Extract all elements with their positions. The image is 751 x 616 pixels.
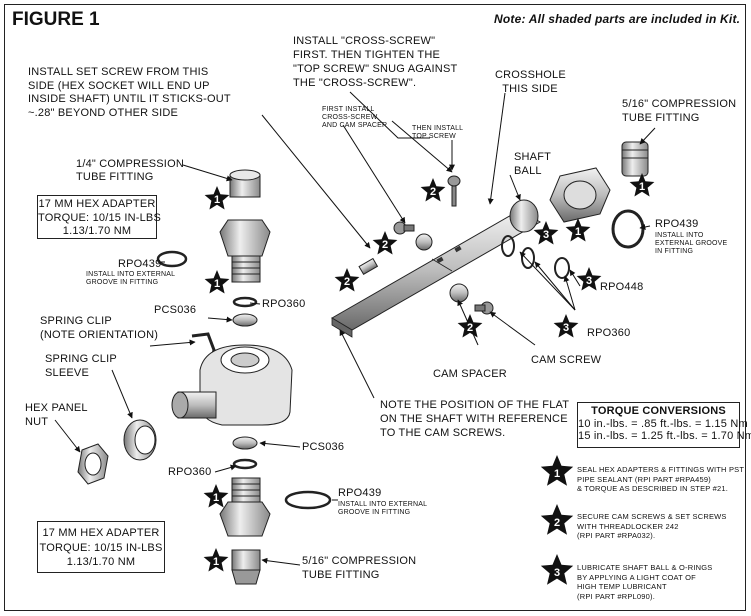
svg-text:2: 2 bbox=[554, 517, 560, 529]
cam-screw-label: CAM SCREW bbox=[531, 354, 602, 366]
svg-text:1: 1 bbox=[213, 492, 219, 504]
rpo360-upper-ring bbox=[232, 296, 258, 308]
right-compression-fitting bbox=[621, 141, 649, 177]
star-marker-1: 1 bbox=[565, 218, 591, 242]
rpo439-right-label: RPO439 bbox=[655, 218, 699, 230]
star-marker-3: 3 bbox=[576, 267, 602, 291]
star-marker-2: 2 bbox=[334, 268, 360, 292]
rpo360-upper-label: RPO360 bbox=[262, 298, 306, 310]
torque-row: 15 in.-lbs. = 1.25 ft.-lbs. = 1.70 Nm bbox=[578, 430, 751, 442]
star-marker-2: 2 bbox=[457, 314, 483, 338]
cross-screw-instruction: INSTALL "CROSS-SCREW"FIRST. THEN TIGHTEN… bbox=[293, 35, 458, 89]
star-marker-3: 3 bbox=[553, 314, 579, 338]
svg-text:3: 3 bbox=[543, 229, 549, 241]
svg-text:2: 2 bbox=[430, 186, 436, 198]
set-screw bbox=[358, 257, 379, 276]
rpo439-left-ring bbox=[156, 250, 188, 268]
svg-text:2: 2 bbox=[382, 239, 388, 251]
star-marker-2: 2 bbox=[420, 178, 446, 202]
star-marker-1: 1 bbox=[203, 548, 229, 572]
pcs036-upper-label: PCS036 bbox=[154, 304, 197, 316]
legend-star-1: 1 bbox=[540, 455, 574, 486]
legend-star-3: 3 bbox=[540, 554, 574, 585]
svg-text:3: 3 bbox=[563, 322, 569, 334]
valve-body bbox=[171, 344, 293, 426]
svg-text:1: 1 bbox=[214, 278, 220, 290]
rpo439-left-label: RPO439 bbox=[118, 258, 162, 270]
kit-note: Note: All shaded parts are included in K… bbox=[494, 12, 741, 26]
rpo360-right-label: RPO360 bbox=[587, 327, 631, 339]
star-marker-1: 1 bbox=[629, 173, 655, 197]
svg-text:1: 1 bbox=[575, 226, 581, 238]
figure-title: FIGURE 1 bbox=[12, 9, 100, 30]
rpo439-bottom-ring bbox=[284, 490, 332, 510]
shaft-o-rings bbox=[501, 235, 570, 279]
leader-lines bbox=[54, 91, 656, 566]
pcs036-lower-label: PCS036 bbox=[302, 441, 345, 453]
pcs036-lower bbox=[232, 436, 258, 450]
rpo448-label: RPO448 bbox=[600, 281, 644, 293]
svg-text:2: 2 bbox=[467, 322, 473, 334]
svg-text:3: 3 bbox=[586, 275, 592, 287]
rpo439-right-ring bbox=[611, 209, 645, 249]
rpo360-lower-ring bbox=[232, 458, 258, 470]
star-marker-1: 1 bbox=[204, 186, 230, 210]
torque-row: 10 in.-lbs. = .85 ft.-lbs. = 1.15 Nm bbox=[578, 417, 748, 430]
legend-star-2: 2 bbox=[540, 504, 574, 535]
cam-spacer-label: CAM SPACER bbox=[433, 368, 507, 380]
svg-text:1: 1 bbox=[213, 556, 219, 568]
bottom-compression-fitting bbox=[231, 549, 261, 585]
svg-text:3: 3 bbox=[554, 567, 560, 579]
right-hex-adapter bbox=[549, 167, 611, 223]
torque-conversions-box: TORQUE CONVERSIONS 10 in.-lbs. = .85 ft.… bbox=[577, 402, 751, 448]
star-marker-1: 1 bbox=[203, 484, 229, 508]
rpo439-bottom-label: RPO439 bbox=[338, 487, 382, 499]
spring-clip-sleeve bbox=[123, 419, 157, 461]
star-marker-2: 2 bbox=[372, 231, 398, 255]
cam-spacer-top bbox=[415, 233, 433, 251]
rpo360-lower-label: RPO360 bbox=[168, 466, 212, 478]
top-compression-fitting bbox=[229, 169, 261, 198]
figure-frame bbox=[4, 4, 746, 611]
svg-text:1: 1 bbox=[214, 194, 220, 206]
bottom-hex-adapter bbox=[219, 477, 271, 537]
top-screw bbox=[447, 175, 461, 207]
pcs036-upper bbox=[232, 313, 258, 327]
cam-screw bbox=[474, 301, 494, 315]
star-marker-3: 3 bbox=[533, 221, 559, 245]
cam-spacer bbox=[449, 283, 469, 303]
shaft bbox=[331, 209, 541, 338]
star-markers: 1 1 1 1 1 1 2 2 2 2 3 3 3 1 2 3 bbox=[203, 173, 655, 585]
hex-panel-nut bbox=[77, 443, 109, 485]
svg-text:2: 2 bbox=[344, 276, 350, 288]
svg-text:1: 1 bbox=[639, 181, 645, 193]
torque-conversions-title: TORQUE CONVERSIONS bbox=[591, 405, 726, 417]
svg-text:1: 1 bbox=[554, 468, 560, 480]
cross-screw bbox=[393, 221, 415, 235]
shaft-ball bbox=[509, 199, 539, 233]
top-hex-adapter bbox=[219, 219, 271, 283]
spring-clip-label: SPRING CLIP(NOTE ORIENTATION) bbox=[40, 315, 159, 341]
star-marker-1: 1 bbox=[204, 270, 230, 294]
